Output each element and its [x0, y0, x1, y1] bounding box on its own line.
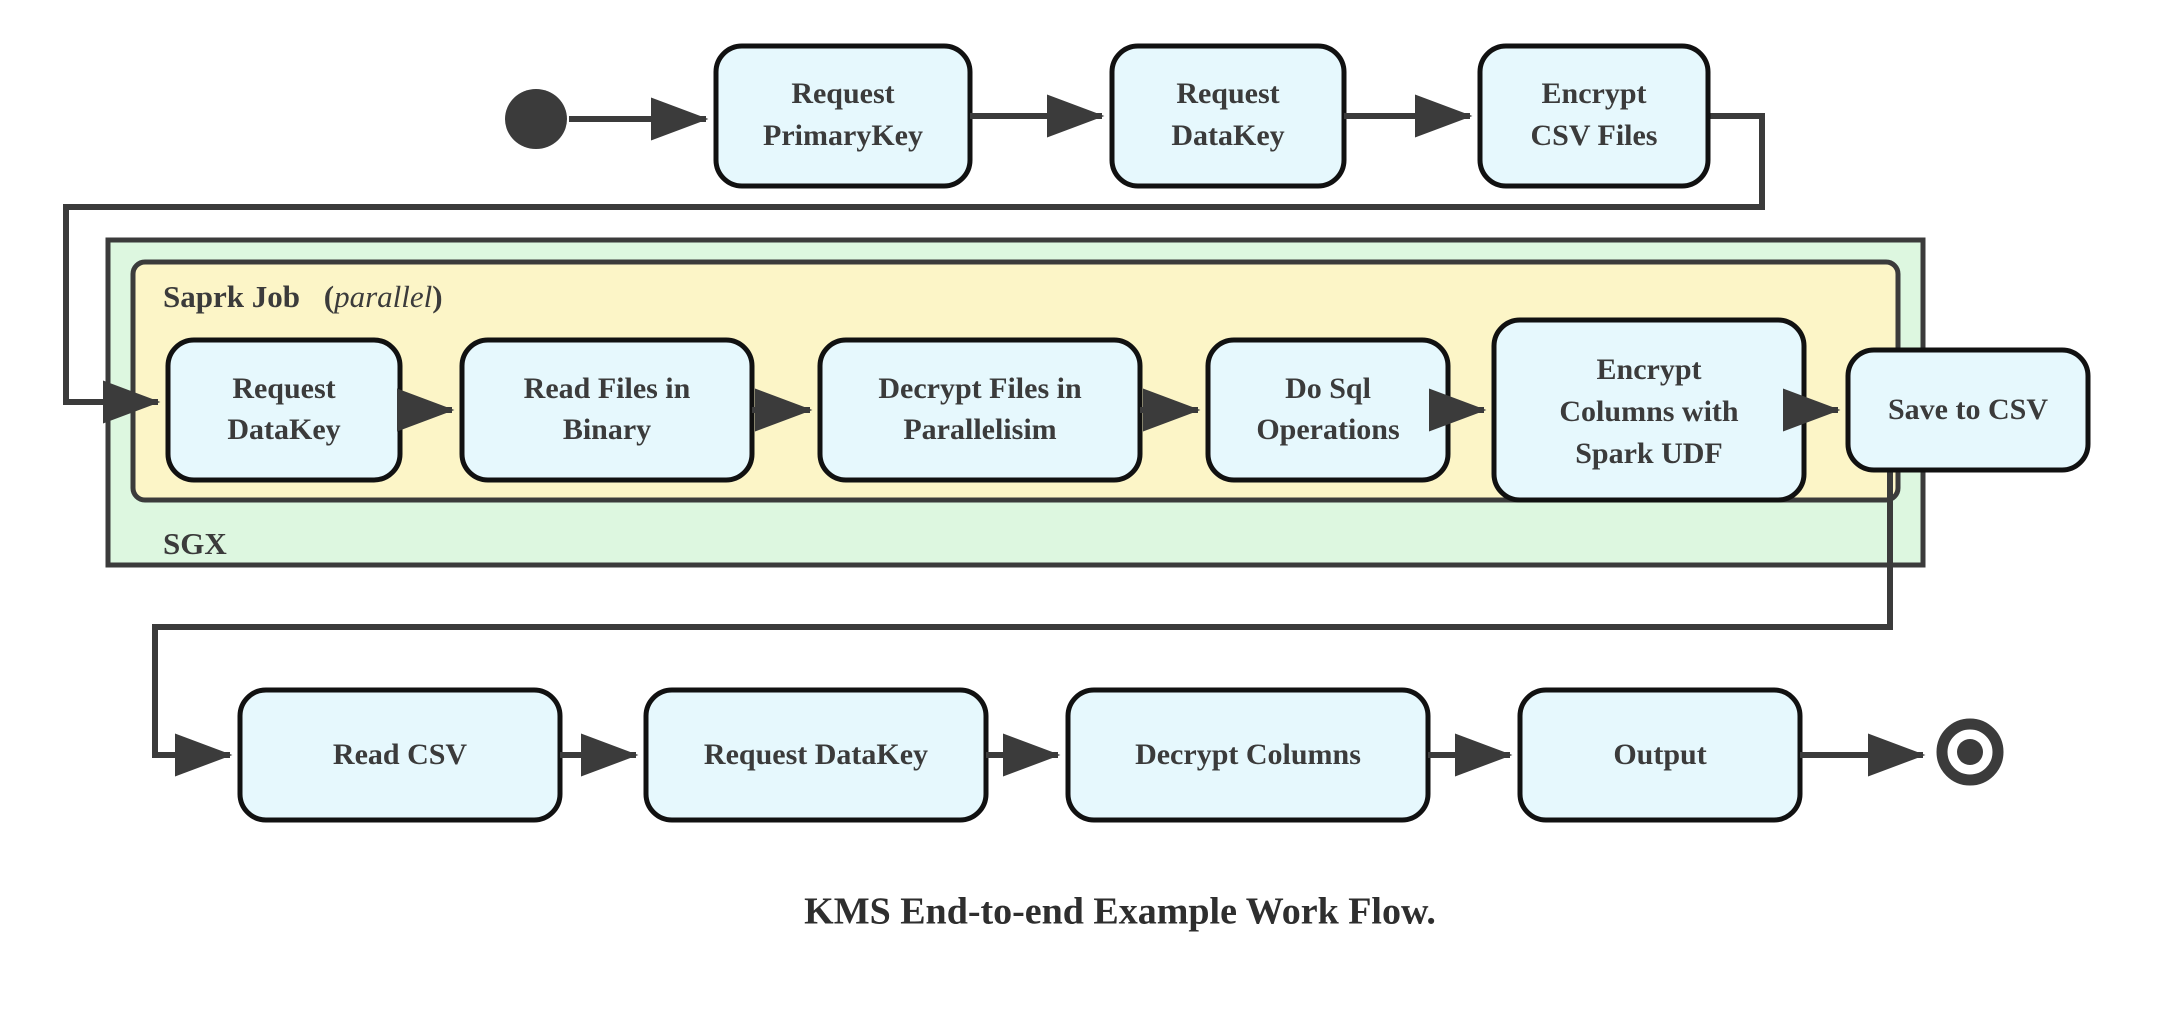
task-save-to-csv-shape[interactable]	[1845, 347, 2091, 473]
task-decrypt-files-line-2: Parallelisim	[903, 413, 1056, 446]
task-request-datakey-spark-line-2: DataKey	[227, 413, 340, 446]
spark-job-label: Saprk Job	[163, 279, 300, 314]
task-request-datakey-spark[interactable]: Request DataKey	[165, 337, 403, 483]
task-encrypt-columns-with-spark-udf[interactable]: Encrypt Columns with Spark UDF	[1491, 317, 1807, 503]
task-decrypt-files-in-parallelisim-shape[interactable]	[817, 337, 1143, 483]
spark-job-label-modifier: parallel	[332, 279, 432, 314]
task-read-files-in-binary[interactable]: Read Files in Binary	[459, 337, 755, 483]
task-output[interactable]: Output	[1517, 687, 1803, 823]
task-request-primarykey[interactable]: Request PrimaryKey	[713, 43, 973, 189]
end-node-ring	[1936, 718, 2004, 786]
task-request-primarykey-shape[interactable]	[713, 43, 973, 189]
task-decrypt-files-in-parallelisim[interactable]: Decrypt Files in Parallelisim	[817, 337, 1143, 483]
task-read-files-in-binary-line-1: Read Files in	[524, 372, 691, 405]
task-do-sql-operations-line-1: Do Sql	[1285, 372, 1371, 405]
task-request-datakey-spark-line-1: Request	[232, 372, 335, 405]
start-node-circle	[505, 89, 567, 149]
task-encrypt-columns-line-2: Columns with	[1559, 395, 1739, 428]
task-request-primarykey-line-1: Request	[791, 77, 894, 110]
task-request-datakey-bottom-line-1: Request DataKey	[704, 738, 928, 771]
task-request-datakey-bottom[interactable]: Request DataKey	[643, 687, 989, 823]
task-encrypt-columns-line-1: Encrypt	[1597, 353, 1702, 386]
task-read-files-in-binary-shape[interactable]	[459, 337, 755, 483]
task-decrypt-columns[interactable]: Decrypt Columns	[1065, 687, 1431, 823]
task-encrypt-csv-files-line-2: CSV Files	[1531, 119, 1658, 152]
diagram-caption: KMS End-to-end Example Work Flow.	[804, 891, 1436, 933]
start-node	[505, 89, 567, 149]
end-node-center	[1957, 739, 1983, 765]
task-request-datakey-top-line-1: Request	[1176, 77, 1279, 110]
task-request-datakey-spark-shape[interactable]	[165, 337, 403, 483]
spark-job-label-group: Saprk Job (parallel)	[163, 279, 443, 314]
task-read-files-in-binary-line-2: Binary	[563, 413, 651, 446]
wire-encrypt-csv-to-spark-datakey	[63, 113, 1765, 424]
task-do-sql-operations-shape[interactable]	[1205, 337, 1451, 483]
task-request-datakey-top-line-2: DataKey	[1171, 119, 1284, 152]
task-request-datakey-top[interactable]: Request DataKey	[1109, 43, 1347, 189]
task-request-primarykey-line-2: PrimaryKey	[763, 119, 923, 152]
task-encrypt-csv-files-line-1: Encrypt	[1542, 77, 1647, 110]
sgx-label: SGX	[163, 526, 227, 561]
task-encrypt-csv-files-shape[interactable]	[1477, 43, 1711, 189]
task-encrypt-csv-files[interactable]: Encrypt CSV Files	[1477, 43, 1711, 189]
task-read-csv[interactable]: Read CSV	[237, 687, 563, 823]
task-do-sql-operations-line-2: Operations	[1256, 413, 1399, 446]
end-node	[1936, 718, 2004, 786]
task-save-to-csv[interactable]: Save to CSV	[1845, 347, 2091, 473]
task-output-line-1: Output	[1613, 738, 1706, 771]
task-decrypt-files-line-1: Decrypt Files in	[878, 372, 1082, 405]
task-do-sql-operations[interactable]: Do Sql Operations	[1205, 337, 1451, 483]
task-request-datakey-top-shape[interactable]	[1109, 43, 1347, 189]
task-read-csv-line-1: Read CSV	[333, 738, 468, 771]
task-decrypt-columns-line-1: Decrypt Columns	[1135, 738, 1361, 771]
task-save-to-csv-line-1: Save to CSV	[1888, 393, 2048, 426]
task-encrypt-columns-line-3: Spark UDF	[1575, 437, 1723, 470]
